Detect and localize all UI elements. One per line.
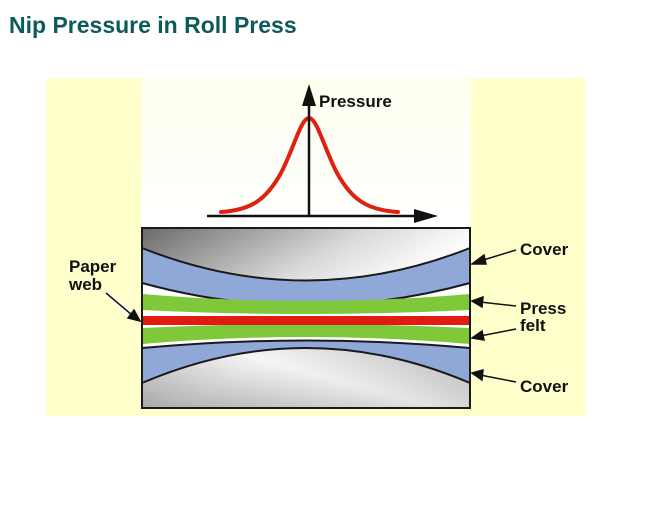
press-felt-label-line1: Press (520, 299, 566, 318)
callouts (104, 249, 517, 383)
page-title: Nip Pressure in Roll Press (9, 12, 297, 38)
felt-lower-arrowhead (470, 329, 485, 341)
felt-upper-leader (479, 301, 517, 307)
roll-press (141, 227, 471, 409)
pressure-axis-label: Pressure (319, 92, 392, 111)
bottom-press-felt (142, 324, 470, 344)
cover-top-arrowhead (469, 253, 487, 265)
felt-upper-arrowhead (470, 295, 484, 309)
roll-press-diagram: Pressure (68, 78, 569, 409)
roll-box-border (141, 227, 471, 409)
cover-top-label: Cover (520, 240, 569, 259)
paper-web-label-line1: Paper (69, 257, 117, 276)
cover-bottom-leader (479, 374, 517, 383)
cover-bottom-arrowhead (470, 368, 484, 382)
paper-web-arrowhead (126, 308, 142, 323)
cover-bottom-label: Cover (520, 377, 569, 396)
paper-web (142, 316, 470, 325)
vertical-axis-arrowhead (302, 84, 316, 106)
felt-lower-leader (479, 328, 517, 337)
paper-web-label-line2: web (68, 275, 102, 294)
cover-top-leader (479, 249, 517, 262)
pressure-graph: Pressure (207, 84, 438, 223)
diagram-panel: Pressure (46, 78, 586, 416)
top-press-felt (142, 294, 470, 314)
paper-web-leader (105, 292, 133, 316)
horizontal-axis-arrowhead (414, 209, 438, 223)
press-felt-label-line2: felt (520, 316, 546, 335)
